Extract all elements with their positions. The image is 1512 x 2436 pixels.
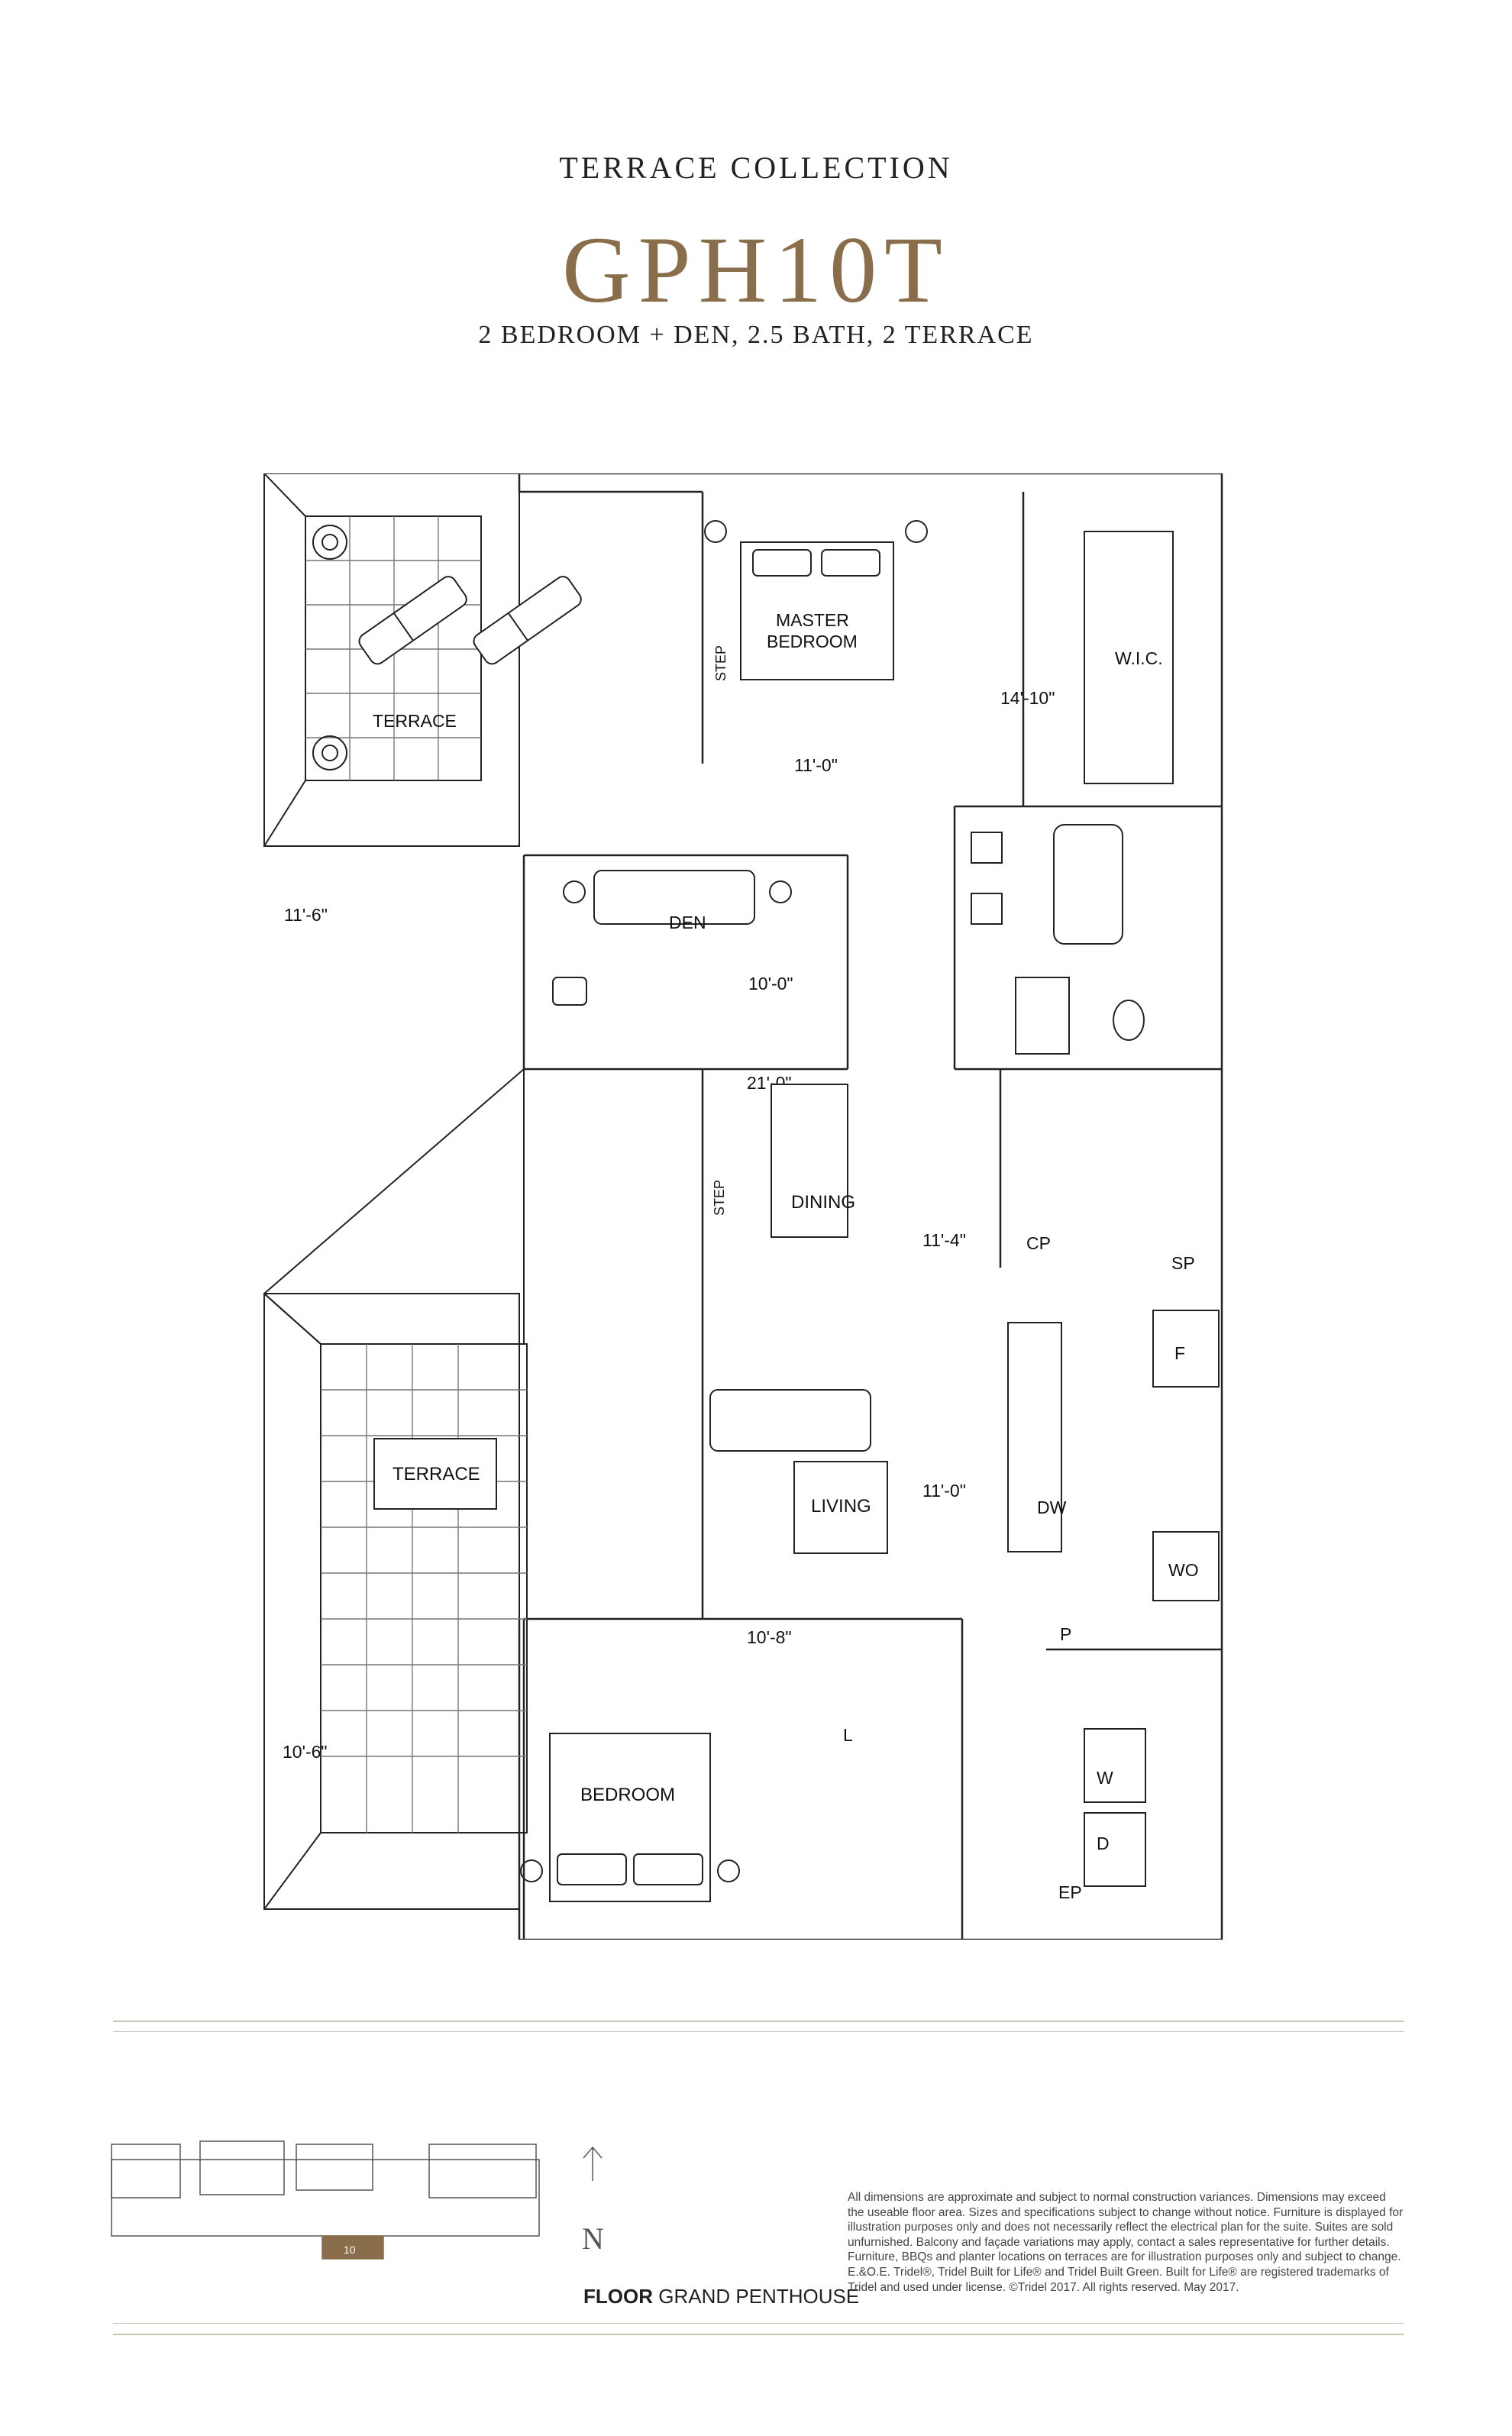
dimension-living-depth: 10'-8" <box>747 1627 792 1647</box>
suite-specs: 2 BEDROOM + DEN, 2.5 BATH, 2 TERRACE <box>478 321 1034 349</box>
footer-divider-top-inner <box>113 2031 1404 2032</box>
label-cp: CP <box>1026 1233 1051 1253</box>
dimension-den-width: 11'-6" <box>284 905 328 925</box>
lounger-icon <box>473 576 582 665</box>
second-bedroom: 10'-6" BEDROOM L W D EP <box>283 1725 1146 1902</box>
footer-divider-bottom-inner <box>113 2323 1404 2324</box>
legal-disclaimer: All dimensions are approximate and subje… <box>848 2191 1404 2294</box>
north-label: N <box>582 2221 604 2256</box>
key-plan-unit-highlight <box>321 2235 384 2260</box>
step-label-lower: STEP <box>712 1180 727 1216</box>
planter-icon <box>312 735 347 771</box>
label-pantry: P <box>1060 1624 1071 1644</box>
floor-label: FLOOR GRAND PENTHOUSE <box>583 2285 859 2308</box>
den: DEN 11'-6" 10'-0" 21'-0" <box>284 870 793 1093</box>
footer-divider-top <box>113 2021 1404 2022</box>
room-label-terrace-south: TERRACE <box>393 1464 480 1485</box>
room-label-living: LIVING <box>811 1496 871 1517</box>
label-linen: L <box>843 1725 853 1745</box>
room-label-master-line1: MASTER <box>776 610 849 630</box>
room-label-wic: W.I.C. <box>1115 648 1163 668</box>
dimension-living-width: 11'-0" <box>922 1481 966 1501</box>
master-ensuite <box>971 824 1145 1055</box>
lounger-icon <box>358 576 467 665</box>
room-label-dining: DINING <box>791 1192 855 1213</box>
step-label-upper: STEP <box>713 645 729 681</box>
dimension-master-width: 14'-10" <box>1000 688 1055 708</box>
terrace-dining-table <box>373 1438 497 1510</box>
dining-area: DINING 11'-4" STEP CP SP <box>712 1084 1195 1273</box>
planter-icon <box>312 525 347 560</box>
walk-in-closet <box>1084 531 1174 784</box>
label-ep: EP <box>1058 1882 1082 1902</box>
label-washer: W <box>1097 1768 1113 1788</box>
label-dryer: D <box>1097 1833 1110 1853</box>
living-area: LIVING 11'-0" 10'-8" <box>709 1389 966 1647</box>
collection-title: TERRACE COLLECTION <box>559 150 953 185</box>
north-arrow-icon <box>583 2146 603 2181</box>
floor-label-prefix: FLOOR <box>583 2285 653 2308</box>
label-dishwasher: DW <box>1037 1497 1067 1517</box>
dimension-dining-width: 11'-4" <box>922 1230 966 1250</box>
label-sp: SP <box>1171 1253 1195 1273</box>
room-label-bedroom: BEDROOM <box>580 1785 675 1805</box>
key-plan: 10 <box>111 2140 540 2260</box>
floor-plan: TERRACE MASTER BEDROOM 14'-10" 11'-0" W.… <box>263 473 1223 1940</box>
dimension-den-depth: 10'-0" <box>748 974 793 993</box>
suite-name: GPH10T <box>562 218 950 322</box>
master-bedroom: MASTER BEDROOM 14'-10" 11'-0" W.I.C. STE… <box>704 520 1174 784</box>
room-label-den: DEN <box>669 913 706 932</box>
floor-label-name: GRAND PENTHOUSE <box>658 2285 860 2308</box>
footer-divider-bottom <box>113 2334 1404 2335</box>
room-label-terrace-north: TERRACE <box>373 711 457 731</box>
key-plan-unit-number: 10 <box>344 2244 356 2256</box>
west-terrace: TERRACE <box>263 1067 528 1910</box>
label-wall-oven: WO <box>1168 1560 1199 1580</box>
kitchen: F DW WO P <box>1007 1310 1220 1644</box>
dimension-master-depth: 11'-0" <box>794 755 838 775</box>
label-fridge: F <box>1174 1343 1185 1363</box>
north-terrace: TERRACE <box>263 473 582 847</box>
room-label-master-line2: BEDROOM <box>767 632 858 651</box>
dimension-bedroom-width: 10'-6" <box>283 1742 328 1762</box>
